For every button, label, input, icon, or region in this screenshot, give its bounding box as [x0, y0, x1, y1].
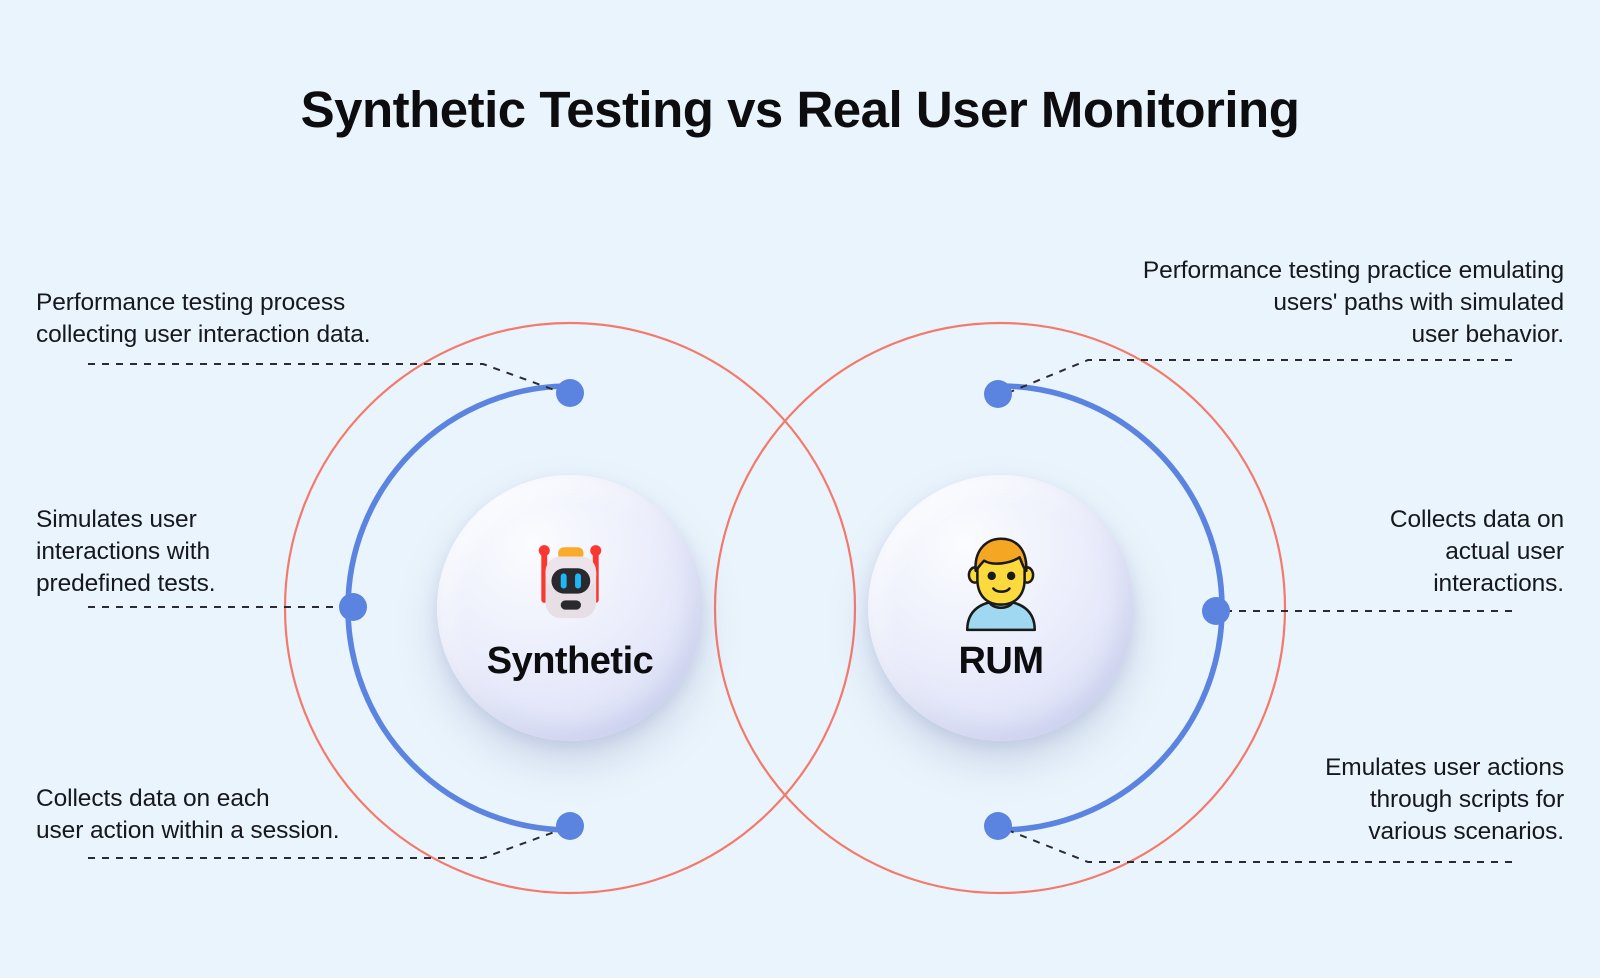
callout-simulates-user-interactions: Simulates user interactions with predefi… [36, 506, 216, 597]
node-dot-rum-bottom[interactable] [984, 812, 1012, 840]
node-sphere-synthetic[interactable]: Synthetic [437, 475, 703, 741]
node-dot-synthetic-top[interactable] [556, 379, 584, 407]
node-dot-synthetic-bottom[interactable] [556, 812, 584, 840]
leader-top-right [1009, 359, 1512, 393]
callout-performance-testing-process: Performance testing process collecting u… [36, 289, 371, 348]
person-user-icon [965, 537, 1037, 632]
sphere-label-synthetic: Synthetic [486, 640, 654, 682]
callout-performance-testing-practice: Performance testing practice emulating u… [1142, 257, 1564, 348]
page-title: Synthetic Testing vs Real User Monitorin… [300, 81, 1300, 138]
callout-collects-actual-user-data: Collects data on actual user interaction… [1389, 506, 1564, 597]
node-dot-rum-top[interactable] [984, 380, 1012, 408]
robot-face-icon [538, 545, 602, 619]
callout-emulates-user-actions-scripts: Emulates user actions through scripts fo… [1325, 754, 1564, 845]
node-dot-rum-middle[interactable] [1202, 597, 1230, 625]
sphere-label-rum: RUM [958, 640, 1044, 682]
leader-top-left [88, 363, 561, 393]
callout-collects-data-each-action: Collects data on each user action within… [36, 785, 340, 844]
node-sphere-rum[interactable]: RUM [868, 475, 1134, 741]
